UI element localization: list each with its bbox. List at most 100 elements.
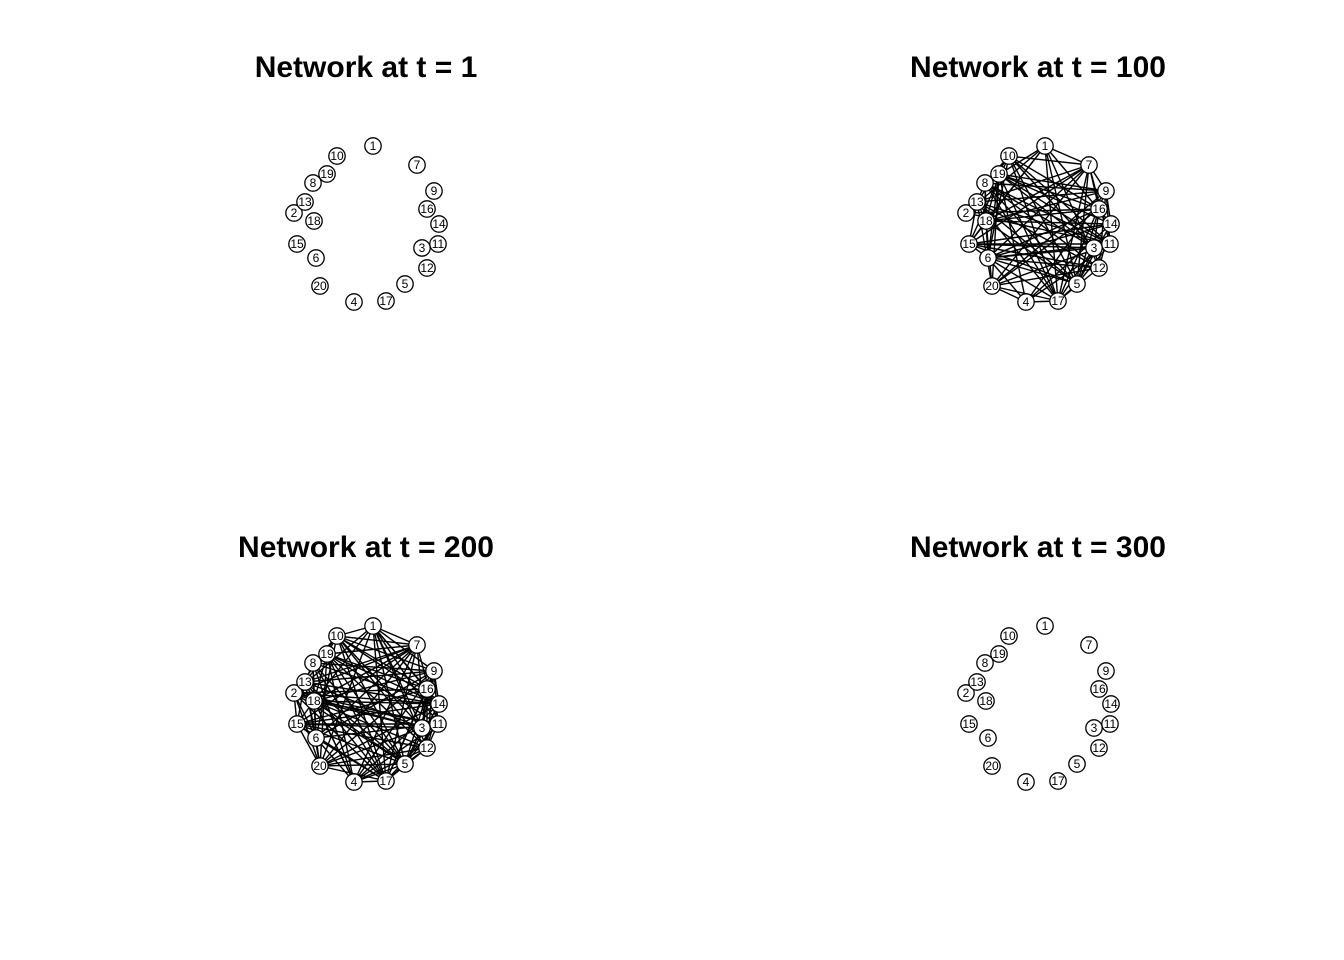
network-node: 19 xyxy=(318,645,336,663)
node-circle xyxy=(976,654,994,672)
network-node: 12 xyxy=(418,259,436,277)
network-node: 8 xyxy=(304,174,322,192)
network-node: 10 xyxy=(328,627,346,645)
network-node: 20 xyxy=(983,277,1001,295)
network-node: 15 xyxy=(960,235,978,253)
network-node: 14 xyxy=(430,695,448,713)
node-label: 7 xyxy=(414,158,421,172)
node-label: 12 xyxy=(1092,741,1106,755)
node-circle xyxy=(1049,772,1067,790)
network-edge xyxy=(1008,155,1111,245)
node-label: 2 xyxy=(963,206,970,220)
node-label: 7 xyxy=(1086,638,1093,652)
network-node: 19 xyxy=(990,645,1008,663)
network-edge xyxy=(976,190,1107,203)
network-edge xyxy=(336,635,435,672)
node-circle xyxy=(960,235,978,253)
network-node: 13 xyxy=(296,193,314,211)
node-label: 18 xyxy=(979,214,993,228)
network-node: 16 xyxy=(418,200,436,218)
node-label: 19 xyxy=(992,647,1006,661)
node-circle xyxy=(957,684,975,702)
node-label: 2 xyxy=(291,686,298,700)
node-circle xyxy=(1102,215,1120,233)
node-label: 4 xyxy=(1023,775,1030,789)
network-node: 4 xyxy=(345,293,363,311)
node-label: 16 xyxy=(420,202,434,216)
network-edge xyxy=(1008,155,1100,210)
node-label: 10 xyxy=(1002,149,1016,163)
node-circle xyxy=(364,617,382,635)
network-node: 8 xyxy=(976,174,994,192)
node-label: 10 xyxy=(330,149,344,163)
network-edge xyxy=(991,173,1000,287)
network-node: 6 xyxy=(979,729,997,747)
node-label: 18 xyxy=(307,694,321,708)
node-circle xyxy=(979,729,997,747)
node-circle xyxy=(1097,182,1115,200)
node-circle xyxy=(1000,627,1018,645)
network-node: 7 xyxy=(408,156,426,174)
node-label: 16 xyxy=(1092,682,1106,696)
network-node: 1 xyxy=(364,137,382,155)
node-label: 1 xyxy=(1042,619,1049,633)
network-node: 13 xyxy=(296,673,314,691)
node-circle xyxy=(1090,739,1108,757)
node-circle xyxy=(328,147,346,165)
node-circle xyxy=(396,275,414,293)
node-label: 3 xyxy=(1091,721,1098,735)
network-edge xyxy=(987,247,1095,259)
network-node: 18 xyxy=(305,692,323,710)
network-edge xyxy=(296,688,428,725)
node-label: 3 xyxy=(1091,241,1098,255)
node-circle xyxy=(304,654,322,672)
node-circle xyxy=(311,757,329,775)
node-circle xyxy=(418,259,436,277)
node-circle xyxy=(1036,617,1054,635)
node-circle xyxy=(968,193,986,211)
node-circle xyxy=(418,739,436,757)
node-circle xyxy=(364,137,382,155)
node-circle xyxy=(968,673,986,691)
network-edge xyxy=(336,635,428,690)
node-circle xyxy=(288,235,306,253)
network-node: 3 xyxy=(1085,719,1103,737)
node-label: 14 xyxy=(1104,217,1118,231)
network-node: 14 xyxy=(430,215,448,233)
node-label: 11 xyxy=(432,717,445,731)
node-circle xyxy=(288,715,306,733)
network-edge xyxy=(312,662,355,783)
node-label: 9 xyxy=(1103,184,1110,198)
node-label: 15 xyxy=(962,717,976,731)
network-node: 1 xyxy=(1036,617,1054,635)
node-circle xyxy=(1080,156,1098,174)
node-label: 16 xyxy=(420,682,434,696)
node-label: 17 xyxy=(1051,774,1065,788)
network-edge xyxy=(326,653,387,782)
node-label: 7 xyxy=(1086,158,1093,172)
node-circle xyxy=(408,156,426,174)
node-label: 20 xyxy=(313,759,327,773)
node-circle xyxy=(983,277,1001,295)
node-label: 12 xyxy=(420,741,434,755)
network-node: 11 xyxy=(1101,715,1119,733)
node-label: 9 xyxy=(1103,664,1110,678)
network-node: 15 xyxy=(288,715,306,733)
node-circle xyxy=(1049,292,1067,310)
network-node: 13 xyxy=(968,193,986,211)
network-node: 20 xyxy=(983,757,1001,775)
panel-t300: Network at t = 300 179161411312517420615… xyxy=(910,531,1166,791)
network-node: 6 xyxy=(307,729,325,747)
network-node: 9 xyxy=(1097,182,1115,200)
node-circle xyxy=(960,715,978,733)
node-label: 13 xyxy=(298,195,312,209)
panel-t200: Network at t = 200 179161411312517420615… xyxy=(238,531,494,791)
node-circle xyxy=(430,695,448,713)
network-node: 2 xyxy=(285,204,303,222)
network-edge xyxy=(336,635,428,749)
node-label: 11 xyxy=(1104,237,1117,251)
network-node: 19 xyxy=(990,165,1008,183)
node-circle xyxy=(418,200,436,218)
panel-title-t300: Network at t = 300 xyxy=(910,531,1166,564)
